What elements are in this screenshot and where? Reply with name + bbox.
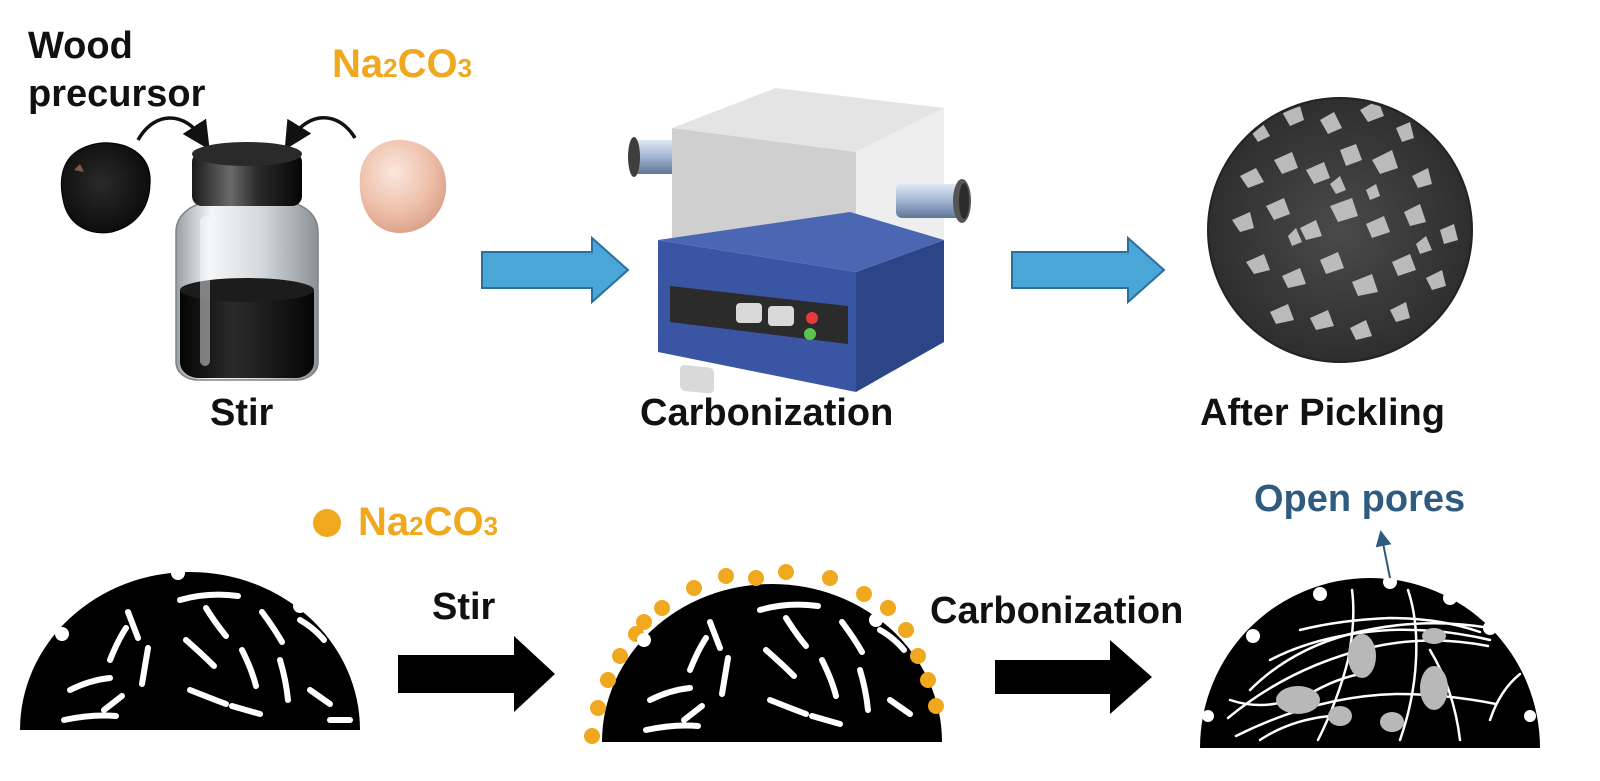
stirred-particle-schematic: [584, 564, 944, 744]
process-arrow-1: [481, 235, 630, 305]
stir-label-top: Stir: [210, 392, 274, 434]
curved-arrow-left: [136, 116, 210, 150]
formula-na: Na: [332, 42, 384, 86]
formula-sub-2: 2: [383, 53, 398, 83]
carbonization-label-bottom: Carbonization: [930, 590, 1184, 632]
process-arrow-4: [995, 640, 1152, 714]
open-pores-pointer: [1375, 530, 1392, 579]
legend-formula-sub-2: 2: [409, 511, 424, 541]
process-arrow-3: [398, 636, 555, 712]
sem-image-after-pickling: [1207, 97, 1473, 363]
formula-co: CO: [397, 42, 458, 86]
formula-sub-3: 3: [457, 53, 473, 83]
wood-precursor-particle: [60, 142, 151, 234]
legend-formula-sub-3: 3: [483, 511, 499, 541]
tube-furnace: [628, 88, 971, 394]
carbonized-particle-schematic: [1200, 575, 1540, 748]
process-arrow-2: [1011, 235, 1166, 305]
after-pickling-label: After Pickling: [1200, 392, 1445, 434]
na2co3-legend-label: Na2CO3: [358, 500, 498, 545]
open-pores-label: Open pores: [1254, 478, 1466, 520]
stir-bottle: [175, 142, 319, 381]
stir-label-bottom: Stir: [432, 586, 496, 628]
wood-label-line1: Wood: [28, 25, 133, 67]
na2co3-powder-particle: [359, 139, 447, 234]
wood-precursor-label: Wood precursor: [28, 22, 205, 118]
wood-particle-schematic: [20, 566, 360, 730]
curved-arrow-right: [284, 116, 357, 150]
legend-formula-co: CO: [423, 500, 484, 544]
na2co3-legend-dot: [313, 509, 341, 537]
wood-label-line2: precursor: [28, 73, 206, 115]
carbonization-label-top: Carbonization: [640, 392, 894, 434]
legend-formula-na: Na: [358, 500, 410, 544]
na2co3-top-label: Na2CO3: [332, 42, 472, 87]
